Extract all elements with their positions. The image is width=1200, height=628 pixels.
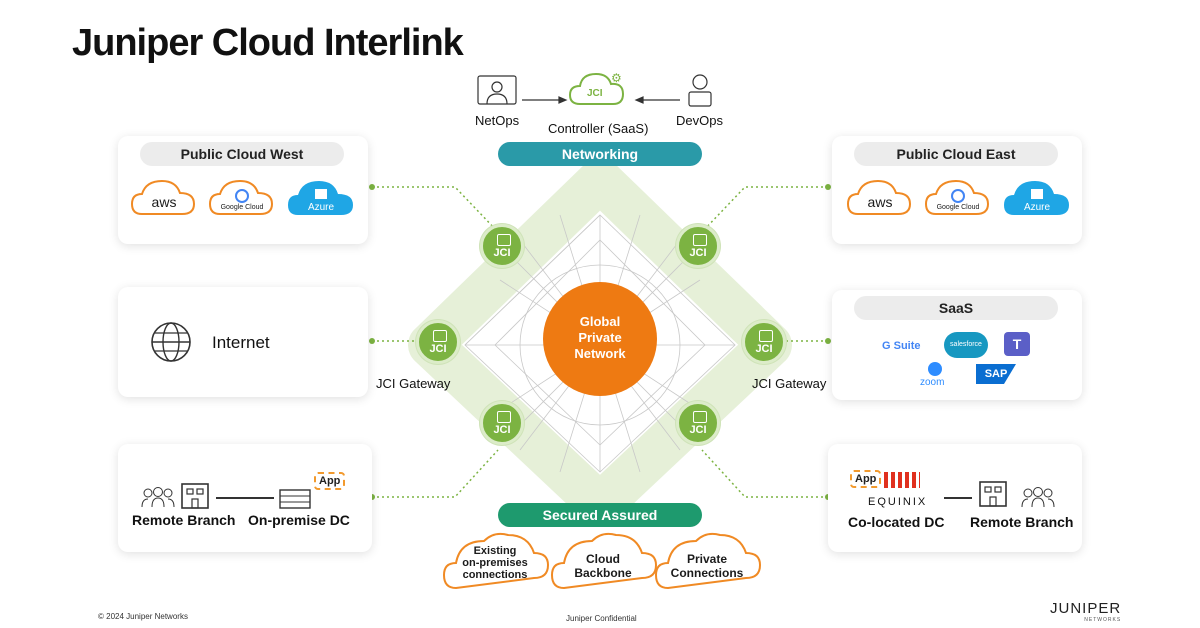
- app-badge: App: [314, 472, 346, 490]
- equinix-bars-icon: [884, 472, 920, 488]
- secured-assured-bar: Secured Assured: [498, 503, 702, 527]
- card-public-cloud-east: Public Cloud East aws Google Cloud Azure: [832, 136, 1082, 244]
- card-colo-remote-branch: App EQUINIX Co-located DC Remote Branch: [828, 444, 1082, 552]
- card-remote-branch-onprem: App Remote Branch On-premise DC: [118, 444, 372, 552]
- connector-dot: [825, 338, 831, 344]
- aws-label: aws: [151, 194, 177, 210]
- azure-label: Azure: [307, 202, 335, 213]
- card-title: Public Cloud East: [854, 142, 1058, 166]
- gsuite-logo: G Suite: [882, 340, 921, 352]
- chip-icon: [693, 234, 707, 246]
- jci-node-left: JCI: [416, 320, 460, 364]
- aws-cloud-icon: [846, 179, 912, 215]
- people-icon: [141, 487, 175, 508]
- devops-user-icon: [688, 74, 712, 107]
- remote-branch-label: Remote Branch: [970, 514, 1074, 530]
- card-title: Public Cloud West: [140, 142, 344, 166]
- aws-label: aws: [867, 194, 893, 210]
- connector-dot: [825, 184, 831, 190]
- datacenter-icon: [279, 489, 311, 509]
- jci-node-bottom-right: JCI: [676, 401, 720, 445]
- zoom-logo: zoom: [920, 377, 945, 388]
- teams-logo-icon: T: [1004, 332, 1030, 356]
- netops-label: NetOps: [475, 113, 520, 128]
- card-public-cloud-west: Public Cloud West aws Google Cloud Azure: [118, 136, 368, 244]
- aws-cloud-icon: [130, 179, 196, 215]
- gear-icon: ⚙: [611, 71, 622, 85]
- google-cloud-icon: [924, 179, 990, 215]
- controller-label: Controller (SaaS): [548, 121, 649, 136]
- card-saas: SaaS G Suite salesforce T zoom SAP: [832, 290, 1082, 400]
- chip-icon: [433, 330, 447, 342]
- jci-node-top-right: JCI: [676, 224, 720, 268]
- google-cloud-label: Google Cloud: [220, 204, 264, 211]
- card-internet: Internet: [118, 287, 368, 397]
- footer-copyright: © 2024 Juniper Networks: [98, 612, 188, 621]
- remote-branch-label: Remote Branch: [132, 512, 236, 528]
- cloud-backbone-text: Cloud Backbone: [574, 552, 632, 580]
- globe-icon: [151, 322, 191, 362]
- onprem-dc-label: On-premise DC: [248, 512, 350, 528]
- cloud-private-connections: [654, 532, 762, 590]
- google-cloud-icon: [208, 179, 274, 215]
- devops-label: DevOps: [676, 113, 723, 128]
- bottom-clouds: [442, 532, 762, 590]
- connector-dot: [369, 184, 375, 190]
- card-title: SaaS: [854, 296, 1058, 320]
- chip-icon: [693, 411, 707, 423]
- sap-logo: SAP: [976, 364, 1016, 384]
- zoom-logo-icon: [928, 362, 942, 376]
- equinix-logo: EQUINIX: [868, 496, 928, 508]
- cloud-private-text: Private Connections: [670, 552, 744, 580]
- desktop-user-icon: [477, 75, 517, 105]
- people-icon: [1021, 487, 1055, 508]
- building-icon: [979, 481, 1007, 507]
- controller-icon-label: JCI: [587, 88, 603, 99]
- jci-node-top-left: JCI: [480, 224, 524, 268]
- chip-icon: [759, 330, 773, 342]
- chip-icon: [497, 411, 511, 423]
- cloud-existing-onprem: [442, 532, 550, 590]
- jci-gateway-left-label: JCI Gateway: [376, 376, 451, 391]
- internet-label: Internet: [212, 333, 270, 352]
- cloud-backbone: [550, 532, 658, 590]
- page-title: Juniper Cloud Interlink: [72, 22, 464, 64]
- connector-dot: [369, 338, 375, 344]
- azure-cloud-icon: [1004, 181, 1069, 215]
- global-network-circle: [543, 282, 657, 396]
- cloud-existing-text: Existing on-premises connections: [462, 545, 528, 581]
- salesforce-logo: salesforce: [944, 332, 988, 358]
- jci-gateway-right-label: JCI Gateway: [752, 376, 827, 391]
- connector-lines: [372, 186, 828, 498]
- chip-icon: [497, 234, 511, 246]
- colo-dc-label: Co-located DC: [848, 514, 945, 530]
- link-line: [944, 497, 972, 499]
- networking-bar: Networking: [498, 142, 702, 166]
- juniper-logo: JUNIPER NETWORKS: [1050, 600, 1122, 623]
- app-badge: App: [850, 470, 882, 488]
- footer-confidential: Juniper Confidential: [566, 614, 637, 623]
- azure-cloud-icon: [288, 181, 353, 215]
- jci-node-right: JCI: [742, 320, 786, 364]
- jci-node-bottom-left: JCI: [480, 401, 524, 445]
- building-icon: [181, 483, 209, 509]
- google-cloud-label: Google Cloud: [936, 204, 980, 211]
- azure-label: Azure: [1023, 202, 1051, 213]
- link-line: [216, 497, 274, 499]
- global-network-text: Global Private Network: [574, 314, 626, 361]
- controller-cloud-icon: [568, 72, 625, 105]
